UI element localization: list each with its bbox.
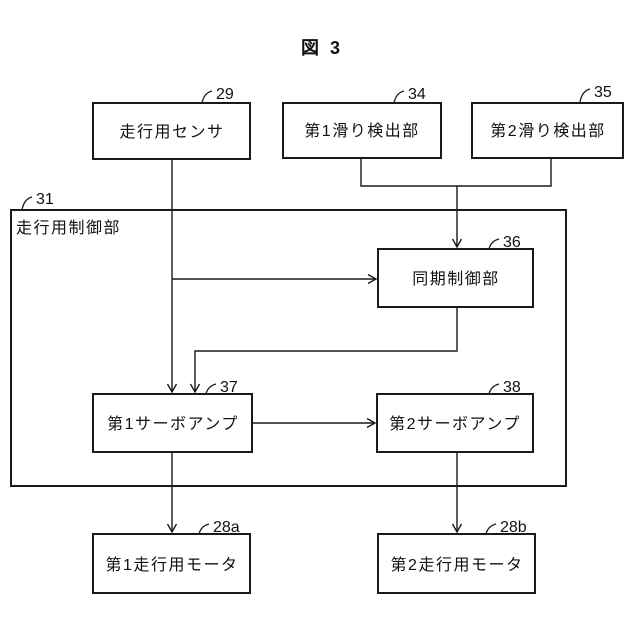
box-slip-detector-2-label: 第2滑り検出部	[490, 122, 605, 140]
box-sync-control	[377, 248, 534, 308]
ref-leader-31	[21, 196, 33, 211]
ref-number-35: 35	[594, 84, 612, 101]
ref-number-28a: 28a	[213, 519, 240, 536]
container-travel-control-unit	[10, 209, 567, 487]
box-servo-amp-1	[92, 393, 253, 453]
ref-leader-37	[205, 383, 217, 395]
ref-number-29: 29	[216, 86, 234, 103]
box-travel-motor-2-label: 第2走行用モータ	[391, 556, 524, 574]
box-servo-amp-2	[376, 393, 534, 453]
ref-leader-29	[201, 90, 213, 104]
box-travel-sensor-label: 走行用センサ	[119, 123, 224, 141]
box-travel-motor-1-label: 第1走行用モータ	[106, 556, 239, 574]
ref-number-31: 31	[36, 191, 54, 208]
box-travel-motor-2	[377, 533, 536, 594]
box-slip-detector-1-label: 第1滑り検出部	[304, 122, 419, 140]
connector-sync-to-servo1	[189, 307, 458, 394]
ref-leader-35	[579, 88, 591, 103]
ref-number-34: 34	[408, 86, 426, 103]
box-servo-amp-2-label: 第2サーボアンプ	[389, 415, 521, 433]
box-servo-amp-1-label: 第1サーボアンプ	[107, 415, 239, 433]
ref-number-36: 36	[503, 234, 521, 251]
ref-leader-34	[393, 90, 405, 104]
ref-leader-36	[488, 238, 500, 250]
box-slip-detector-2	[471, 102, 624, 159]
figure-title: 図 3	[301, 38, 343, 58]
ref-number-37: 37	[220, 379, 238, 396]
ref-number-38: 38	[503, 379, 521, 396]
box-sync-control-label: 同期制御部	[412, 270, 500, 288]
box-slip-detector-1	[282, 102, 442, 159]
container-label: 走行用制御部	[16, 219, 121, 237]
box-travel-sensor	[92, 102, 251, 160]
ref-leader-28b	[485, 523, 497, 535]
ref-leader-28a	[198, 523, 210, 535]
connector-slip-merge-bus	[360, 158, 552, 187]
box-travel-motor-1	[92, 533, 251, 594]
ref-leader-38	[488, 383, 500, 395]
ref-number-28b: 28b	[500, 519, 527, 536]
